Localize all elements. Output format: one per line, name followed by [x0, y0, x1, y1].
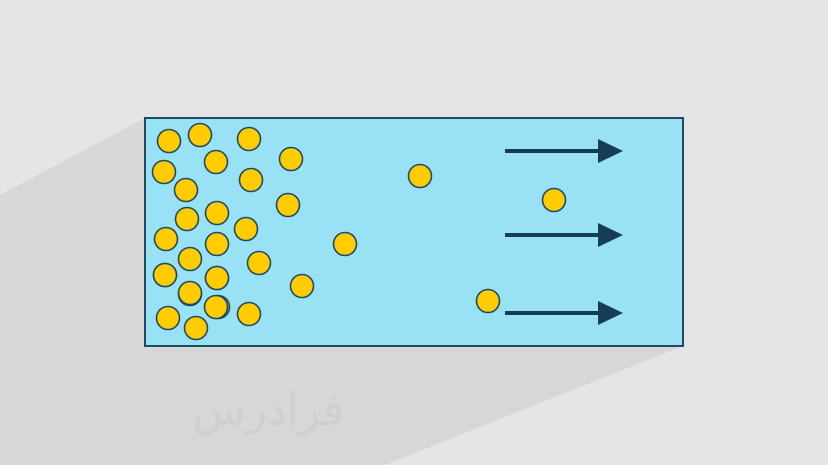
particle-21 — [236, 301, 262, 327]
particle-8 — [238, 167, 264, 193]
arrow-head-2 — [598, 223, 623, 247]
particle-31 — [152, 262, 178, 288]
arrow-right-icon — [505, 223, 623, 247]
particle-22 — [155, 305, 181, 331]
particle-32 — [204, 265, 230, 291]
watermark-logo: فرادرس — [192, 385, 344, 436]
arrow-right-icon — [505, 139, 623, 163]
particle-6 — [278, 146, 304, 172]
arrow-group — [505, 139, 623, 325]
particle-3 — [236, 126, 262, 152]
particle-30 — [177, 280, 203, 306]
particle-group — [151, 122, 567, 341]
particle-24 — [289, 273, 315, 299]
arrow-head-1 — [598, 139, 623, 163]
particle-12 — [233, 216, 259, 242]
particle-15 — [177, 246, 203, 272]
particle-7 — [173, 177, 199, 203]
particle-2 — [187, 122, 213, 148]
particle-5 — [203, 149, 229, 175]
particle-23 — [183, 315, 209, 341]
particle-11 — [204, 200, 230, 226]
particle-4 — [151, 159, 177, 185]
arrow-right-icon — [505, 301, 623, 325]
particle-28 — [475, 288, 501, 314]
particle-29 — [203, 294, 229, 320]
particle-27 — [541, 187, 567, 213]
particle-1 — [156, 128, 182, 154]
particle-16 — [246, 250, 272, 276]
particle-9 — [275, 192, 301, 218]
particle-14 — [204, 231, 230, 257]
particle-26 — [407, 163, 433, 189]
particle-13 — [153, 226, 179, 252]
particle-25 — [332, 231, 358, 257]
particle-10 — [174, 206, 200, 232]
arrow-head-3 — [598, 301, 623, 325]
